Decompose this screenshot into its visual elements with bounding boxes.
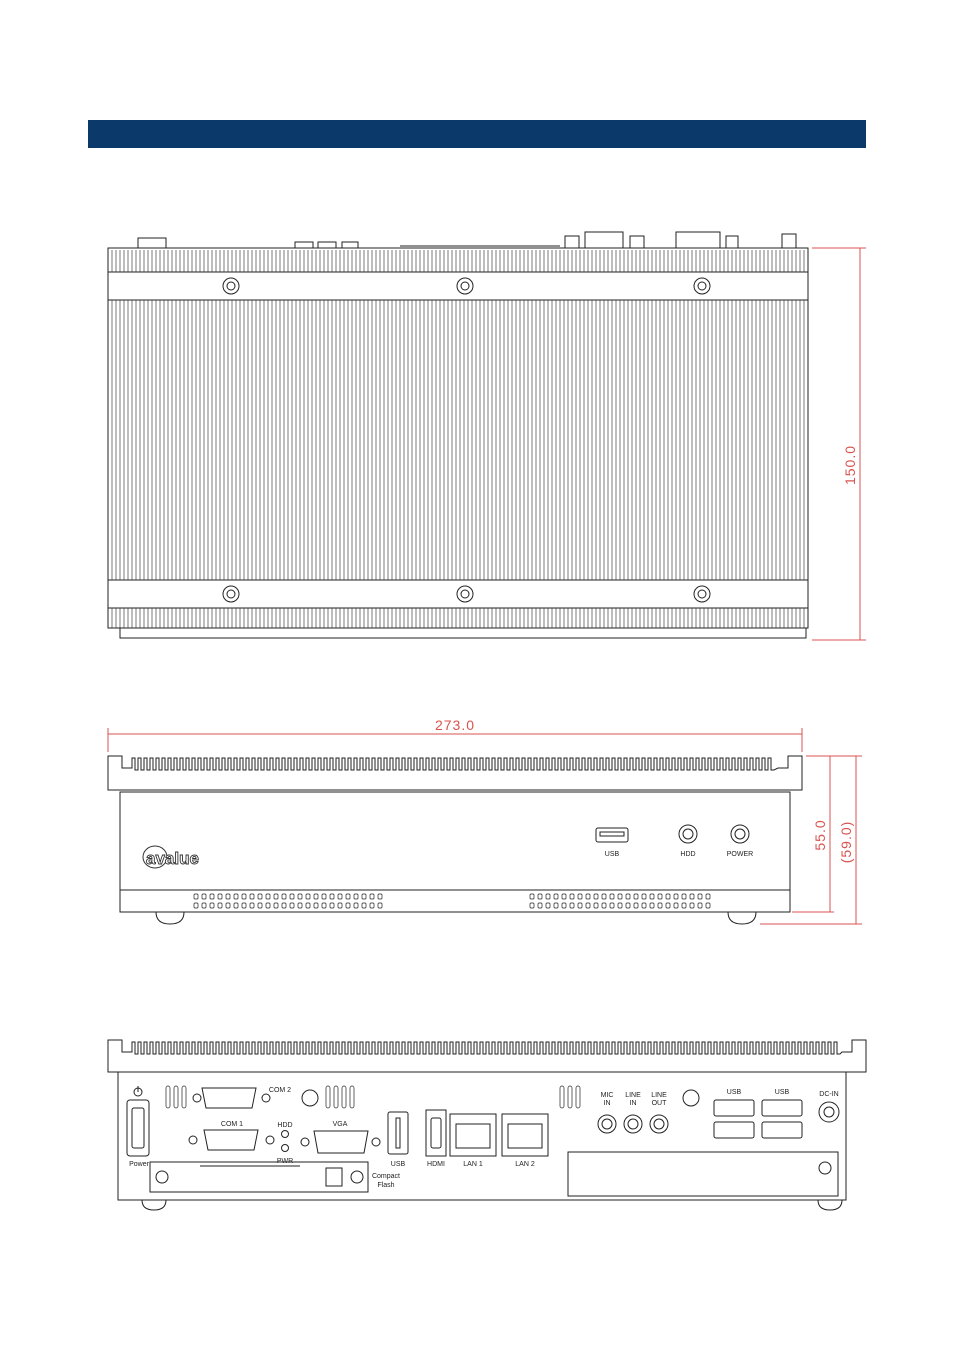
line-in-label-line1: LINE [625, 1092, 641, 1099]
com1-label: COM 1 [221, 1121, 243, 1128]
vga-port-icon [313, 1130, 369, 1154]
heatsink-fins-top [111, 250, 805, 272]
usb-port-icon [761, 1121, 803, 1139]
heatsink-fins-middle [111, 300, 805, 580]
line-out-jack-icon [649, 1114, 669, 1134]
lan1-port-icon [449, 1113, 497, 1157]
usb-port-icon [595, 827, 629, 843]
line-out-label-line2: OUT [652, 1100, 668, 1107]
line-out-label-line1: LINE [651, 1092, 667, 1099]
hdd-led-icon [281, 1130, 289, 1138]
rear-power-label: Power [129, 1161, 150, 1168]
height-dimension-lines [760, 755, 862, 925]
lan2-port-icon [501, 1113, 549, 1157]
power-button-icon [730, 824, 750, 844]
cf-label-line2: Flash [377, 1182, 394, 1189]
front-power-label: POWER [727, 851, 753, 858]
front-usb-label: USB [605, 851, 620, 858]
width-dimension-line [107, 728, 803, 752]
rear-view [107, 1039, 867, 1211]
com1-port-icon [203, 1129, 259, 1151]
brand-logo-text: avalue [146, 849, 199, 868]
hdmi-label: HDMI [427, 1161, 445, 1168]
lan1-label: LAN 1 [463, 1161, 483, 1168]
dc-in-jack-icon [818, 1101, 840, 1123]
rear-usb-port-icon [387, 1111, 409, 1155]
mic-label-line1: MIC [601, 1092, 614, 1099]
section-header-bar [88, 120, 866, 148]
hdd-led-label: HDD [277, 1122, 292, 1129]
mic-label-line2: IN [604, 1100, 611, 1107]
vga-label: VGA [333, 1121, 348, 1128]
height-dimension-label: 55.0 [812, 819, 828, 850]
line-in-jack-icon [623, 1114, 643, 1134]
com2-port-icon [201, 1087, 257, 1109]
mic-in-jack-icon [597, 1114, 617, 1134]
front-hdd-label: HDD [680, 851, 695, 858]
usb-port-icon [713, 1099, 755, 1117]
heatsink-fins-bottom [111, 608, 805, 628]
depth-dimension-label: 150.0 [842, 445, 858, 485]
cf-label-line1: Compact [372, 1173, 400, 1180]
total-height-dimension-label: (59.0) [838, 821, 854, 864]
vent-holes [529, 893, 711, 909]
power-switch-icon [126, 1099, 150, 1157]
depth-dimension-line [812, 247, 866, 641]
com2-label: COM 2 [269, 1087, 291, 1094]
line-in-label-line2: IN [630, 1100, 637, 1107]
lan2-label: LAN 2 [515, 1161, 535, 1168]
dc-in-label: DC-IN [819, 1091, 838, 1098]
compact-flash-slot-icon [149, 1161, 369, 1193]
vent-slots [165, 1085, 581, 1109]
rear-usb-label: USB [391, 1161, 406, 1168]
usb-stack-a-label: USB [727, 1089, 742, 1096]
pwr-led-icon [281, 1144, 289, 1152]
pwr-led-label: PWR [277, 1158, 293, 1165]
screw-icon [222, 277, 711, 603]
hdmi-port-icon [425, 1109, 447, 1157]
front-view [107, 755, 803, 925]
width-dimension-label: 273.0 [435, 717, 475, 733]
usb-port-icon [713, 1121, 755, 1139]
vent-holes [193, 893, 383, 909]
avalue-logo: avalue [142, 845, 199, 869]
top-view [107, 231, 809, 639]
expansion-cover-plate [567, 1151, 839, 1197]
usb-stack-b-label: USB [775, 1089, 790, 1096]
hdd-led-icon [678, 824, 698, 844]
usb-port-icon [761, 1099, 803, 1117]
